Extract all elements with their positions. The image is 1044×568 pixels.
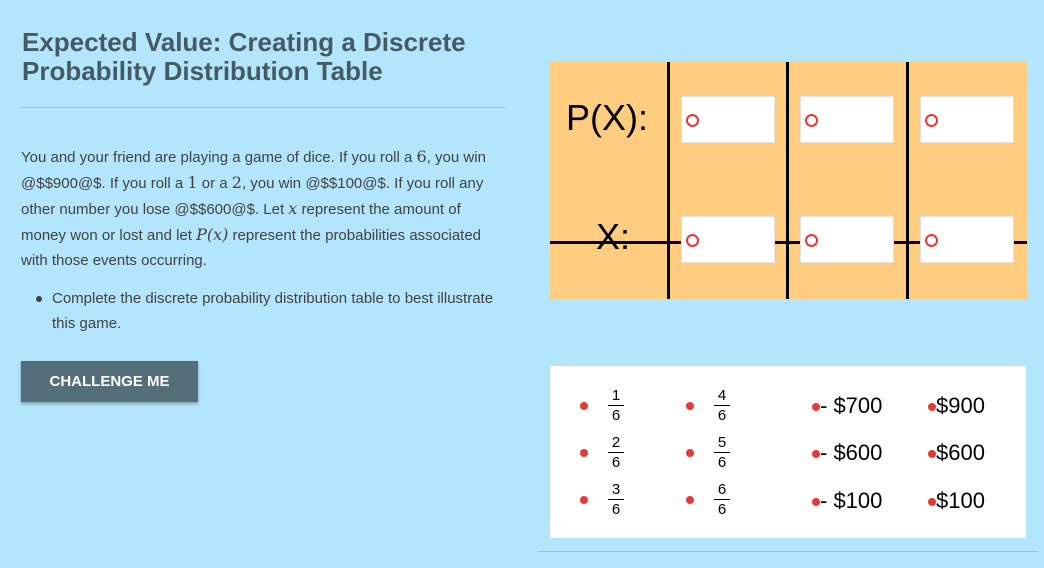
money-value: $900	[936, 393, 985, 418]
drop-target-icon	[686, 234, 699, 247]
drop-slot-x-3[interactable]	[920, 216, 1014, 263]
problem-panel: Expected Value: Creating a Discrete Prob…	[22, 0, 506, 86]
money-value: - $100	[820, 488, 883, 513]
problem-text-3: or a	[197, 175, 232, 192]
drag-handle-icon	[928, 450, 936, 458]
math-x: x	[288, 199, 298, 218]
drop-target-icon	[686, 114, 699, 127]
title-divider	[20, 107, 505, 108]
drag-handle-icon	[686, 402, 694, 410]
math-two: 2	[231, 173, 242, 192]
bullet-dot	[36, 296, 42, 302]
money-value: - $700	[820, 393, 883, 418]
problem-text-6: represent the probabilities associated w…	[21, 227, 482, 269]
drop-target-icon	[925, 234, 938, 247]
table-divider	[906, 62, 909, 299]
table-divider	[667, 62, 670, 299]
problem-text: You and your friend are playing a game o…	[21, 144, 501, 273]
drop-slot-x-1[interactable]	[681, 216, 775, 263]
math-px: P(x)	[196, 225, 229, 244]
bottom-divider	[538, 551, 1038, 552]
problem-text-1: You and your friend are playing a game o…	[21, 149, 417, 166]
drag-handle-icon	[686, 449, 694, 457]
problem-text-5: represent the amount of money won or los…	[21, 201, 461, 244]
problem-text-4: , you win @$$100@$. If you roll any othe…	[21, 175, 484, 218]
money-value: $600	[936, 440, 985, 465]
distribution-table: P(X): X:	[550, 62, 1027, 299]
drop-slot-px-3[interactable]	[920, 96, 1014, 143]
table-row-divider	[550, 241, 1027, 244]
math-one: 1	[187, 173, 198, 192]
drop-slot-x-2[interactable]	[800, 216, 894, 263]
drop-target-icon	[805, 234, 818, 247]
drag-handle-icon	[580, 402, 588, 410]
table-divider	[786, 62, 789, 299]
drop-target-icon	[925, 114, 938, 127]
drag-handle-icon	[580, 449, 588, 457]
challenge-me-button[interactable]: CHALLENGE ME	[21, 361, 198, 402]
drag-handle-icon	[686, 496, 694, 504]
drag-handle-icon	[812, 450, 820, 458]
money-value: - $600	[820, 440, 883, 465]
row-label-x: X:	[596, 216, 631, 257]
row-label-px: P(X):	[566, 97, 649, 138]
instruction-bullet: Complete the discrete probability distri…	[36, 286, 512, 336]
drag-handle-icon	[928, 403, 936, 411]
problem-text-2: , you win @$$900@$. If you roll a	[21, 149, 486, 192]
drag-handle-icon	[812, 403, 820, 411]
drag-handle-icon	[928, 498, 936, 506]
drop-slot-px-1[interactable]	[681, 96, 775, 143]
drop-target-icon	[805, 114, 818, 127]
math-six: 6	[416, 147, 427, 166]
drag-handle-icon	[580, 496, 588, 504]
drag-handle-icon	[812, 498, 820, 506]
instruction-text: Complete the discrete probability distri…	[52, 290, 494, 332]
money-value: $100	[936, 488, 985, 513]
page-title: Expected Value: Creating a Discrete Prob…	[22, 27, 466, 86]
drop-slot-px-2[interactable]	[800, 96, 894, 143]
